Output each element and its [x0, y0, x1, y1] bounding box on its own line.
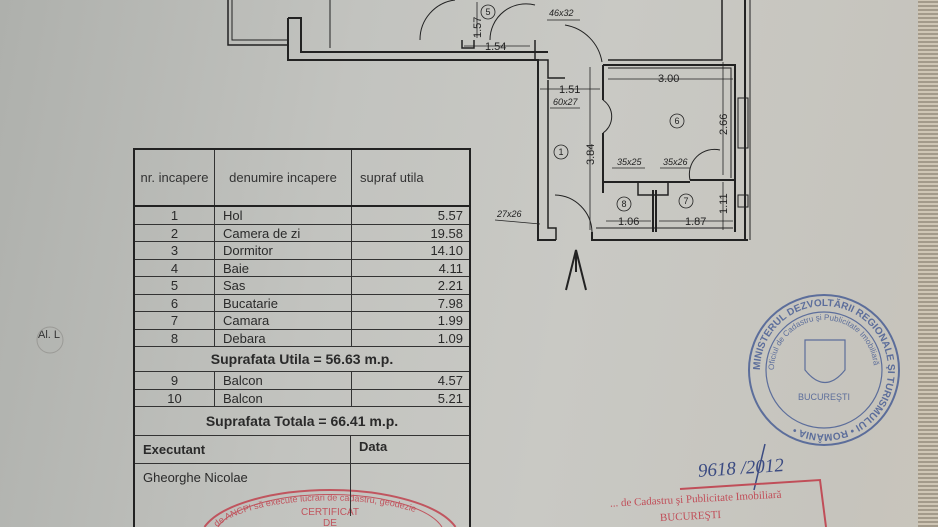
- room-number: 8: [621, 199, 626, 209]
- room-name-cell: Dormitor: [215, 242, 352, 259]
- room-number-cell: 10: [135, 389, 215, 406]
- dim-label: 3.84: [585, 144, 597, 165]
- usable-area-total: Suprafata Utila = 56.63 m.p.: [135, 347, 469, 372]
- total-area: Suprafata Totala = 66.41 m.p.: [135, 407, 469, 436]
- room-area-cell: 4.57: [437, 373, 463, 388]
- room-number-cell: 6: [135, 294, 215, 311]
- header-name: denumire incapere: [215, 150, 352, 205]
- paper-edge-background: [918, 0, 938, 527]
- dim-label: 3.00: [658, 73, 679, 85]
- walls: [227, 0, 751, 241]
- room-area-cell: 19.58: [430, 225, 463, 241]
- executant-label: Executant: [135, 436, 351, 463]
- room-name-cell: Camara: [215, 312, 352, 329]
- room-number-cell: 3: [135, 242, 215, 259]
- room-area-cell: 2.21: [437, 278, 463, 293]
- executant-row: Executant Data: [135, 436, 469, 464]
- room-area-table: nr. incapere denumire incapere supraf ut…: [133, 148, 471, 527]
- room-area-cell: 5.57: [437, 208, 463, 223]
- opening-label: 60x27: [553, 97, 579, 107]
- dim-label: 1.54: [485, 41, 506, 53]
- room-area-cell: 7.98: [437, 295, 463, 311]
- room-area-cell: 4.11: [438, 260, 463, 276]
- svg-text:DE: DE: [323, 518, 337, 527]
- room-number-cell: 2: [135, 224, 215, 241]
- room-name-cell: Bucatarie: [215, 294, 352, 311]
- room-name-cell: Balcon: [215, 389, 352, 406]
- dim-label: 1.11: [718, 193, 730, 214]
- room-number-cell: 5: [135, 277, 215, 294]
- room-area-cell: 14.10: [430, 243, 463, 258]
- room-name-cell: Sas: [215, 277, 352, 294]
- margin-mark: Al. L: [38, 329, 60, 341]
- dim-label: 1.57: [472, 17, 484, 38]
- opening-label: 27x26: [496, 209, 522, 219]
- table-header: nr. incapere denumire incapere supraf ut…: [135, 150, 469, 207]
- svg-text:... de Cadastru şi Publicitate: ... de Cadastru şi Publicitate Imobiliar…: [610, 489, 782, 510]
- opening-label: 35x26: [663, 157, 688, 167]
- room-number: 5: [485, 7, 490, 17]
- room-name-cell: Camera de zi: [215, 224, 352, 241]
- executant-name-row: Gheorghe Nicolae: [135, 464, 469, 516]
- date-value: [351, 464, 469, 516]
- room-area-cell: 1.09: [437, 330, 463, 346]
- dimension-lines: [464, 2, 733, 230]
- room-number: 1: [558, 147, 563, 157]
- room-number-cell: 9: [135, 372, 215, 389]
- room-number-cell: 8: [135, 329, 215, 346]
- opening-label: 46x32: [549, 8, 574, 18]
- svg-text:BUCUREŞTI: BUCUREŞTI: [798, 392, 850, 402]
- dim-label: 1.06: [618, 216, 639, 228]
- dim-label: 2.66: [718, 114, 730, 135]
- north-arrow-icon: [565, 249, 587, 291]
- ocpi-stamp: ... de Cadastru şi Publicitate Imobiliar…: [610, 478, 827, 527]
- room-number: 7: [683, 196, 688, 206]
- header-area: supraf utila: [360, 170, 424, 185]
- room-name-cell: Hol: [215, 207, 352, 224]
- coat-of-arms-icon: [804, 339, 846, 384]
- registration-number: 9618 /2012: [697, 455, 785, 482]
- executant-name: Gheorghe Nicolae: [135, 464, 351, 516]
- svg-text:CERTIFICAT: CERTIFICAT: [301, 507, 359, 518]
- opening-label: 35x25: [617, 157, 643, 167]
- dim-label: 1.51: [559, 84, 580, 96]
- room-number-cell: 1: [135, 207, 215, 224]
- room-name-cell: Baie: [215, 259, 352, 276]
- ministry-stamp: MINISTERUL DEZVOLTĂRII REGIONALE ŞI TURI…: [748, 294, 900, 446]
- svg-text:BUCUREŞTI: BUCUREŞTI: [660, 509, 722, 524]
- room-area-cell: 1.99: [437, 313, 463, 328]
- room-area-cell: 5.21: [437, 390, 463, 406]
- dim-label: 1.87: [685, 216, 706, 228]
- room-name-cell: Debara: [215, 329, 352, 346]
- room-numbers: [480, 4, 694, 212]
- header-nr: nr. incapere: [135, 150, 215, 205]
- room-number: 6: [674, 116, 679, 126]
- date-label: Data: [359, 439, 388, 454]
- room-number-cell: 4: [135, 259, 215, 276]
- dimension-labels: 1.57 1.54 1.51 3.84 3.00 2.66 1.06 1.87 …: [472, 8, 730, 228]
- punch-hole-mark: [36, 326, 64, 354]
- room-number-cell: 7: [135, 312, 215, 329]
- room-name-cell: Balcon: [215, 372, 352, 389]
- door-swings: [419, 0, 721, 233]
